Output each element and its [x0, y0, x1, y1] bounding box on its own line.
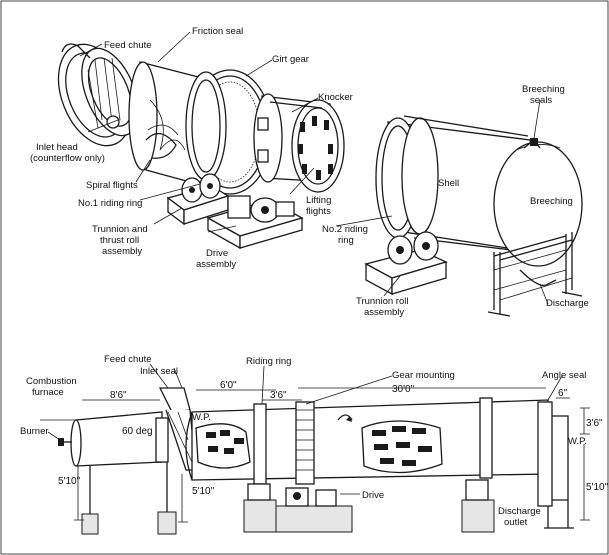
label-trunnion-roll: Trunnion roll	[356, 296, 408, 307]
dim-3-6-top: 3'6"	[270, 390, 287, 401]
label-friction-seal: Friction seal	[192, 26, 243, 37]
elevation-view: Combustion furnace Feed chute Inlet seal…	[20, 354, 609, 535]
dim-8-6: 8'6"	[110, 390, 127, 401]
label-inlet-seal: Inlet seal	[140, 366, 178, 377]
lifting-flights-section	[253, 93, 345, 193]
kiln-shell-elev	[185, 397, 569, 507]
trunnion-roll-assembly	[364, 231, 448, 296]
label-burner: Burner	[20, 426, 49, 437]
label-breeching-seals: Breeching	[522, 84, 565, 95]
dimension-lines	[40, 387, 590, 523]
breeching	[493, 138, 583, 267]
combustion-furnace	[58, 411, 169, 467]
foundations	[81, 462, 574, 535]
girt-gear	[185, 69, 273, 195]
label-breeching: Breeching	[530, 196, 573, 207]
label-inlet-head-note: (counterflow only)	[30, 153, 105, 164]
dim-6-0: 6'0"	[220, 380, 237, 391]
label-shell: Shell	[438, 178, 459, 189]
label-discharge-outlet: Discharge	[498, 506, 541, 517]
label-trunnion-thrust: assembly	[102, 246, 142, 257]
label-drive: Drive	[362, 490, 384, 501]
label-angle-seal: Angle seal	[542, 370, 586, 381]
label-riding-ring-2: No.2 riding	[322, 224, 368, 235]
isometric-view: Feed chute Friction seal Girt gear Knock…	[30, 26, 589, 318]
label-discharge-outlet: outlet	[504, 517, 528, 528]
dim-6-right: 6"	[558, 388, 568, 399]
dim-3-6-right: 3'6"	[586, 418, 603, 429]
dim-5-10-left: 5'10"	[58, 476, 81, 487]
trunnion-thrust-assembly	[166, 173, 230, 226]
label-drive-assembly: Drive	[206, 248, 228, 259]
label-trunnion-thrust: Trunnion and	[92, 224, 148, 235]
label-lifting-flights: Lifting	[306, 195, 331, 206]
label-knocker: Knocker	[318, 92, 353, 103]
leader-lines	[79, 31, 549, 305]
label-breeching-seals: seals	[530, 95, 552, 106]
label-discharge: Discharge	[546, 298, 589, 309]
burner-icon	[58, 438, 64, 446]
label-combustion-furnace: Combustion	[26, 376, 77, 387]
label-gear-mounting: Gear mounting	[392, 370, 455, 381]
breeching-seal-icon	[530, 138, 538, 146]
dim-30-0: 30'0"	[392, 384, 415, 395]
label-trunnion-roll: assembly	[364, 307, 404, 318]
label-lifting-flights: flights	[306, 206, 331, 217]
dim-5-10-mid: 5'10"	[192, 486, 215, 497]
label-wp-left: W.P.	[192, 412, 211, 423]
label-riding-ring: Riding ring	[246, 356, 291, 367]
breeching-stand	[487, 232, 583, 317]
label-wp-right: W.P.	[568, 436, 587, 447]
elevation-leaders	[47, 363, 563, 495]
label-feed-chute-elev: Feed chute	[104, 354, 152, 365]
label-inlet-head: Inlet head	[36, 142, 78, 153]
label-feed-chute: Feed chute	[104, 40, 152, 51]
label-spiral-flights: Spiral flights	[86, 180, 138, 191]
label-trunnion-thrust: thrust roll	[100, 235, 139, 246]
label-combustion-furnace: furnace	[32, 387, 64, 398]
label-angle: 60 deg	[122, 426, 153, 437]
label-girt-gear: Girt gear	[272, 54, 309, 65]
label-riding-ring-1: No.1 riding ring	[78, 198, 142, 209]
dim-5-10-right: 5'10"	[586, 482, 609, 493]
label-drive-assembly: assembly	[196, 259, 236, 270]
label-riding-ring-2: ring	[338, 235, 354, 246]
